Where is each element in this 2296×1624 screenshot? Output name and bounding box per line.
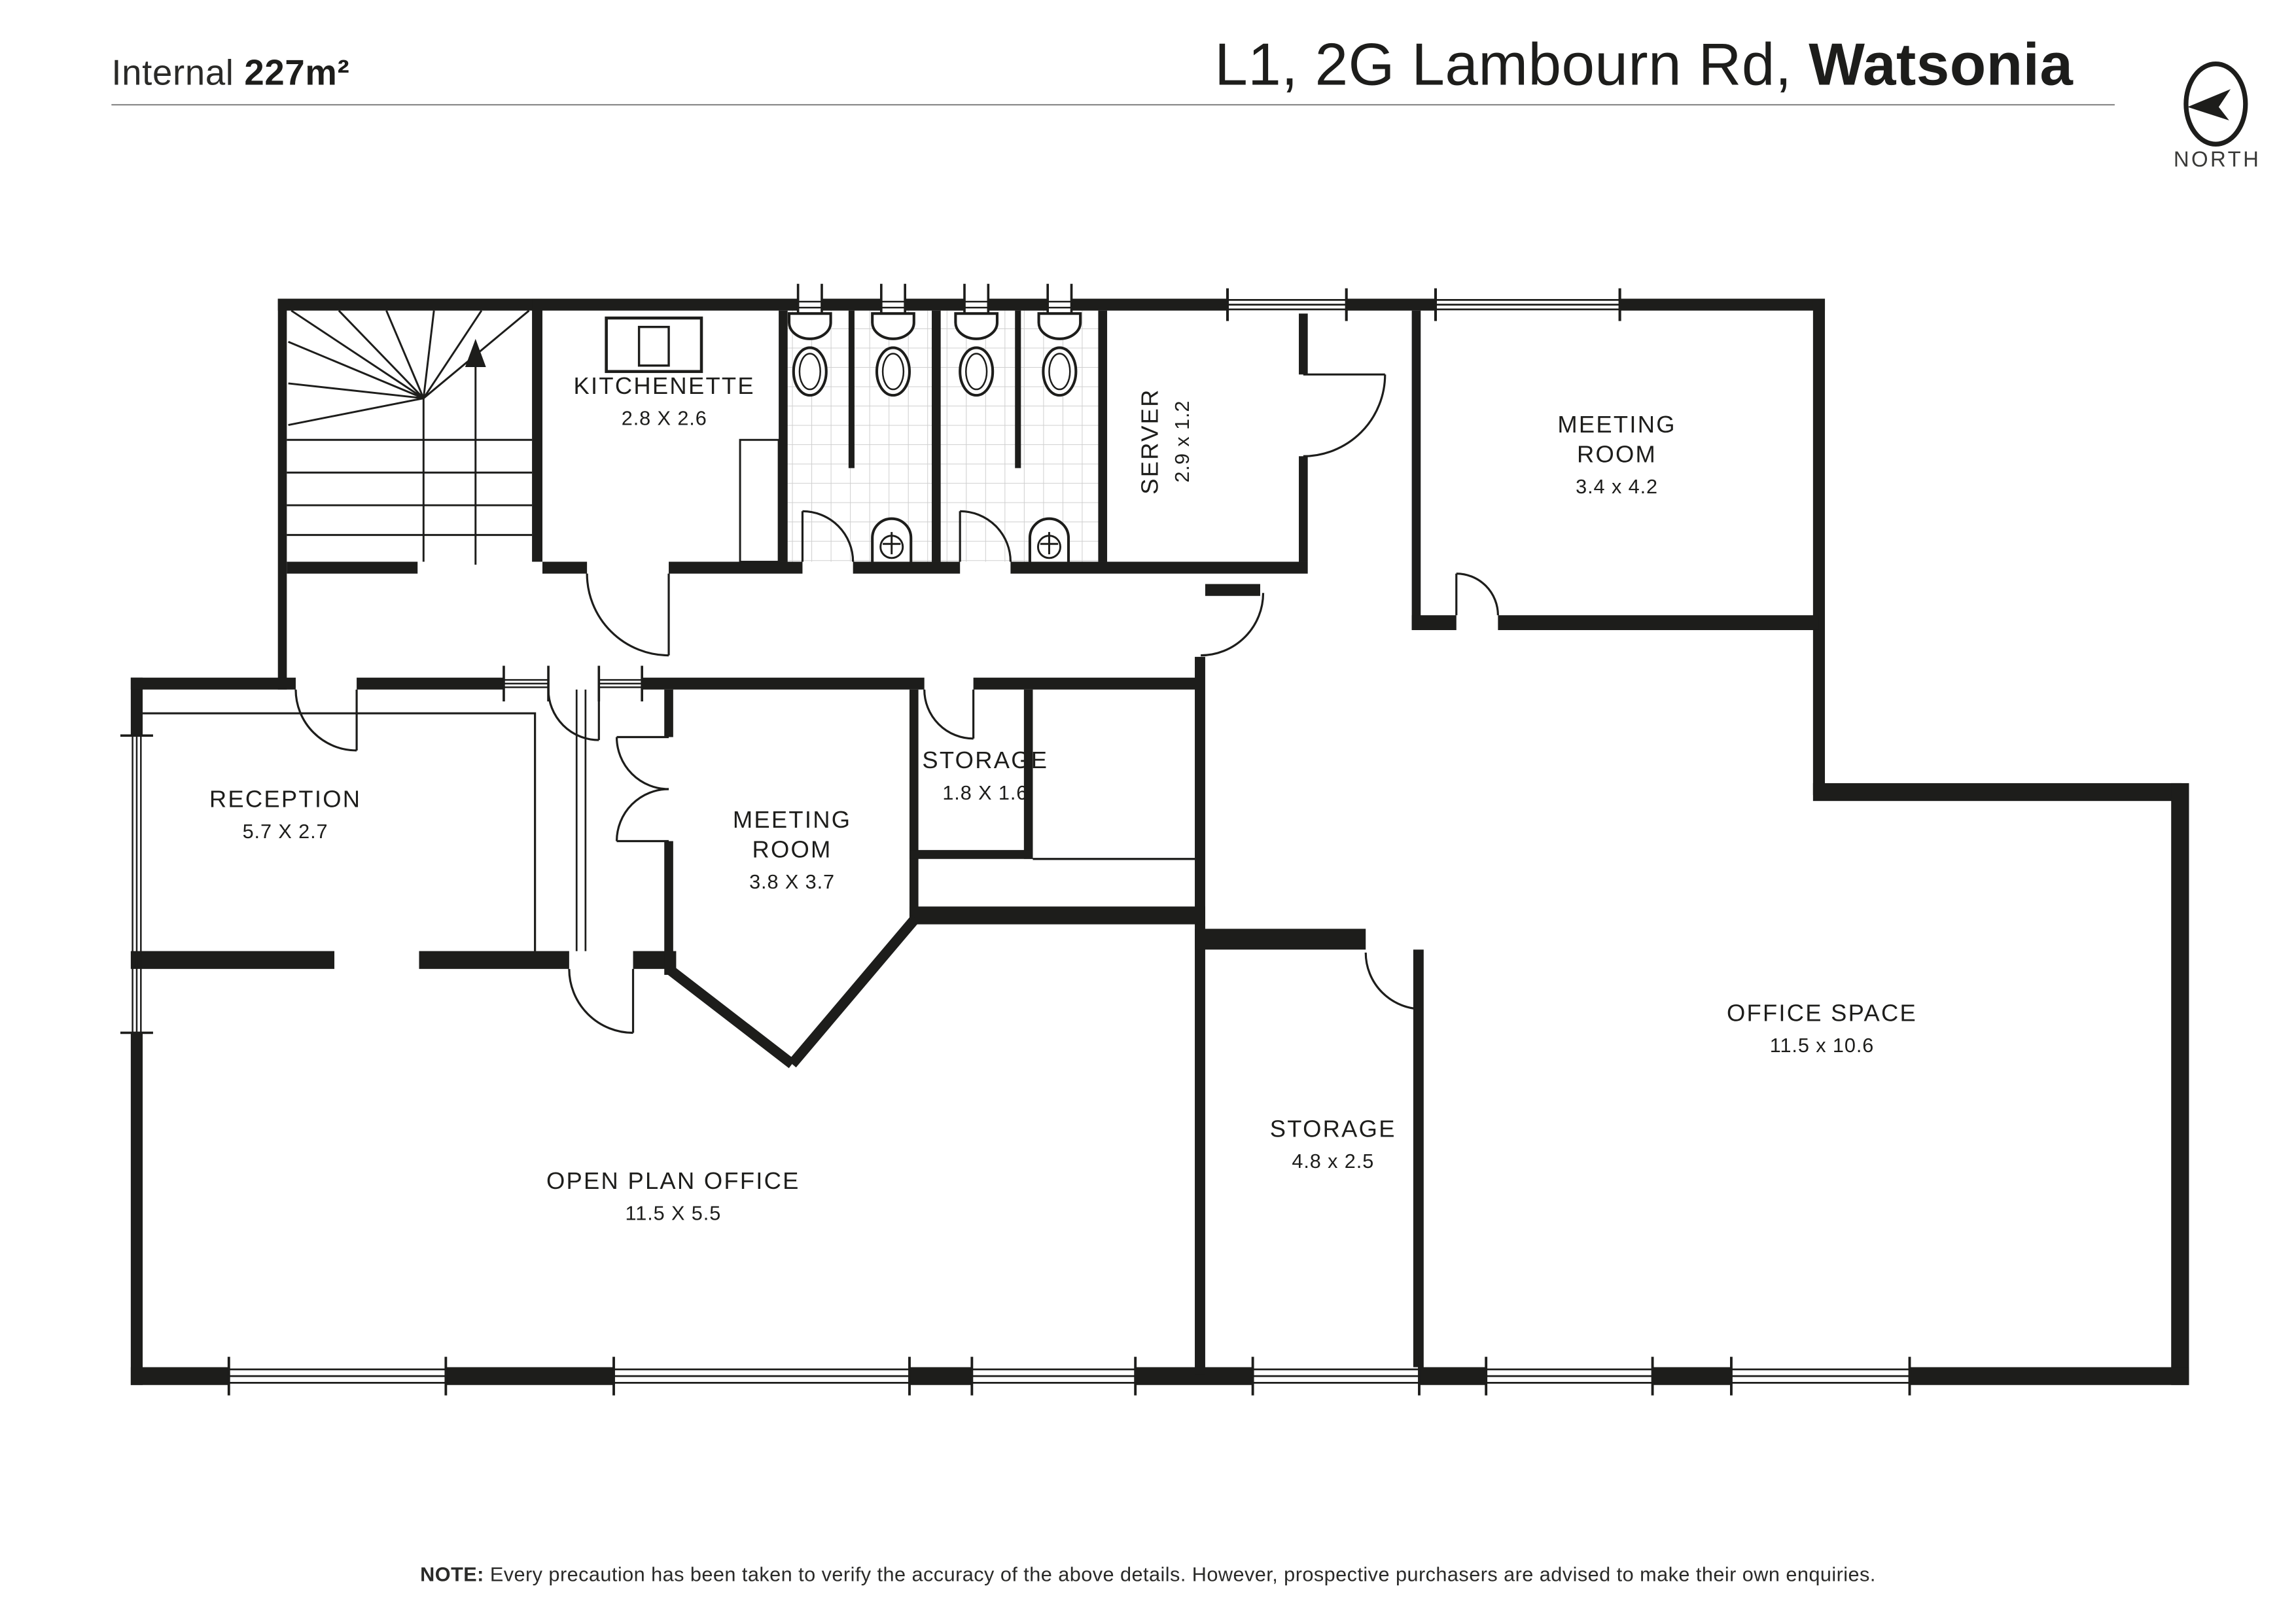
windows (120, 283, 1911, 1396)
door-reception (294, 689, 358, 752)
room-label-storage-2: STORAGE 4.8 x 2.5 (1270, 1116, 1396, 1173)
room-name: SERVER (1138, 388, 1164, 495)
room-label-meeting-room-1: MEETING ROOM 3.4 x 4.2 (1557, 412, 1676, 498)
room-name: STORAGE (1269, 1117, 1396, 1143)
basin-icons (871, 517, 1070, 562)
window-top-2 (1434, 288, 1621, 321)
room-dimensions: 11.5 x 10.6 (1769, 1034, 1875, 1057)
door-meeting-room-1 (1455, 573, 1499, 616)
sink-icon (871, 517, 913, 562)
door-corridor (547, 689, 600, 741)
room-label-kitchenette: KITCHENETTE 2.8 X 2.6 (574, 373, 755, 429)
room-dimensions: 2.9 x 1.2 (1171, 400, 1193, 483)
room-name: KITCHENETTE (573, 374, 755, 400)
kitchen-sink-icon (605, 316, 703, 374)
room-name: OFFICE SPACE (1726, 1001, 1918, 1027)
door-storage-1 (923, 689, 975, 740)
room-name: MEETING ROOM (732, 808, 852, 864)
room-dimensions: 11.5 X 5.5 (625, 1202, 722, 1225)
toilet-icon (954, 312, 999, 397)
note-text: Every precaution has been taken to verif… (484, 1563, 1876, 1586)
compass-icon (2183, 62, 2248, 147)
disclaimer-note: NOTE: Every precaution has been taken to… (0, 1563, 2296, 1585)
room-dimensions: 1.8 X 1.6 (942, 781, 1029, 804)
walls (130, 298, 2189, 1385)
door-office-entry (1201, 593, 1265, 657)
doors (294, 373, 1499, 1034)
stairs-arrow-icon (465, 338, 486, 367)
room-label-open-plan-office: OPEN PLAN OFFICE 11.5 X 5.5 (546, 1168, 800, 1224)
door-server (1303, 373, 1386, 457)
sink-icon (1028, 517, 1070, 562)
room-name: RECEPTION (209, 787, 362, 813)
room-label-reception: RECEPTION 5.7 X 2.7 (209, 786, 362, 843)
room-dimensions: 3.8 X 3.7 (749, 870, 836, 893)
internal-area: Internal 227m² (111, 54, 349, 96)
toilet-icon (1037, 312, 1082, 397)
note-label: NOTE: (420, 1563, 484, 1586)
header-divider (111, 103, 2115, 106)
address-regular: L1, 2G Lambourn Rd, (1214, 32, 1809, 98)
door-open-plan-office (568, 968, 635, 1034)
room-dimensions: 4.8 x 2.5 (1292, 1150, 1375, 1173)
page-title: L1, 2G Lambourn Rd, Watsonia (1214, 33, 2073, 99)
room-name: STORAGE (922, 749, 1049, 775)
room-name: MEETING ROOM (1557, 413, 1676, 468)
room-dimensions: 2.8 X 2.6 (621, 407, 707, 430)
room-name: OPEN PLAN OFFICE (546, 1169, 800, 1195)
address-suburb: Watsonia (1809, 32, 2074, 98)
left-window (120, 734, 153, 1034)
stairs-icon (287, 309, 533, 565)
door-meeting-room-2-double (615, 735, 669, 843)
room-label-meeting-room-2: MEETING ROOM 3.8 X 3.7 (733, 807, 851, 893)
bottom-windows (227, 1356, 1911, 1396)
door-wc-left (801, 510, 855, 562)
toilet-vent-windows (796, 283, 1073, 326)
reception-desk (143, 712, 537, 951)
door-wc-right (959, 510, 1012, 562)
room-label-server: SERVER 2.9 x 1.2 (1137, 388, 1193, 494)
internal-label: Internal (111, 53, 234, 94)
compass-north-label: NORTH (2173, 149, 2261, 173)
corridor-sidelight-windows (503, 665, 643, 702)
toilet-icon (871, 312, 915, 397)
door-storage-2 (1364, 952, 1424, 1010)
window-top-1 (1226, 288, 1348, 321)
meeting-room-2-diagonal-walls (665, 915, 920, 1068)
internal-value: 227m² (244, 53, 350, 94)
toilet-icons (787, 312, 1082, 397)
room-label-office-space: OFFICE SPACE 11.5 x 10.6 (1727, 1000, 1917, 1057)
kitchen-bench (739, 438, 780, 563)
door-kitchenette (586, 573, 670, 657)
compass-needle-icon (2187, 89, 2231, 120)
toilet-icon (787, 312, 832, 397)
room-dimensions: 3.4 x 4.2 (1576, 475, 1658, 498)
room-dimensions: 5.7 X 2.7 (242, 820, 328, 843)
reception-partition (575, 689, 587, 951)
room-label-storage-1: STORAGE 1.8 X 1.6 (922, 747, 1049, 804)
